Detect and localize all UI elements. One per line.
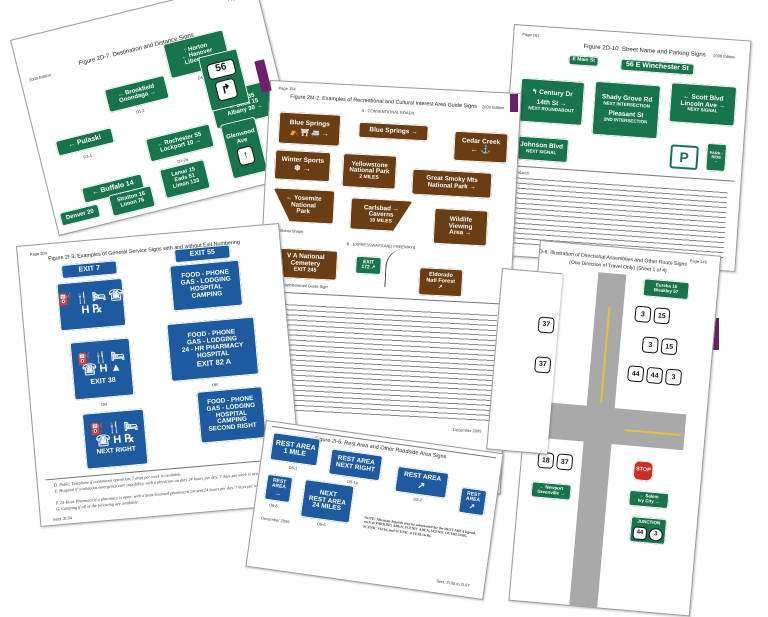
route-shields-3-15: 3 15 bbox=[634, 305, 671, 325]
sign-eureka-bleakley: Eureka 15 Bleakley 57 bbox=[642, 278, 690, 301]
sign-scott-lincoln: ← Scott Blvd Lincoln Ave → NEXT SIGNAL bbox=[668, 82, 738, 127]
sign-rest-area-next-right: REST AREA NEXT RIGHT bbox=[328, 448, 384, 482]
sign-century-dr: ↰ Century Dr 14th St → NEXT ROUNDABOUT bbox=[518, 77, 586, 126]
rest-area-note: NOTE: Alternate legends may be substitut… bbox=[362, 515, 477, 539]
stop-sign: STOP bbox=[632, 460, 655, 482]
sign-carlsbad-caverns: Carlsbad → Caverns 10 MILES bbox=[349, 197, 413, 232]
page-street-name-signs: Page 162 2009 Edition Figure 2D-10. Stre… bbox=[497, 24, 752, 273]
junction-44-3-sign: JUNCTION 44 3 bbox=[629, 516, 668, 546]
route-shield-37: 37 bbox=[537, 312, 556, 334]
route-shields-44-44-3: 44 44 3 bbox=[627, 365, 683, 386]
sign-blue-springs-services: Blue Springs ⛺ ⛩ 🚐 → bbox=[277, 111, 342, 147]
camping-icons: ⛺ ⛩ 🚐 → bbox=[289, 128, 329, 138]
figure-title: Figure 2M-2. Examples of Recreational an… bbox=[289, 94, 478, 110]
interchange-ramp-diagram bbox=[384, 247, 418, 289]
sign-rochester-lockport: ← Rochester 55 Lockport 10 → bbox=[145, 123, 215, 163]
route-shields-18-37: 18 37 bbox=[537, 451, 574, 471]
sign-great-smoky-mts: Great Smoky Mts National Park → bbox=[411, 168, 493, 199]
up-arrow-icon: ↑ bbox=[235, 144, 256, 167]
sign-yellowstone: Yellowstone National Park 2 MILES bbox=[341, 152, 398, 190]
sign-e-main-st: E Main St bbox=[568, 54, 599, 67]
sign-services-next-right: ⛽ 🍴 🛏 ☎ H ℞ NEXT RIGHT bbox=[81, 408, 149, 470]
sign-johnson-blvd: Johnson Blvd NEXT SIGNAL bbox=[513, 135, 570, 164]
sign-newport-greenville: ← Newport Greenville → bbox=[530, 481, 572, 501]
sign-services-exit-38: ⛽ 🍴 🛏 ☎ H ▲ EXIT 38 bbox=[69, 337, 135, 401]
sign-rest-area-1-mile: REST AREA 1 MILE bbox=[269, 432, 321, 467]
sign-food-pharmacy-exit-82a: FOOD - PHONE GAS - LODGING 24 - HR PHARM… bbox=[166, 316, 260, 382]
parking-sign: P bbox=[669, 144, 699, 171]
sign-eldorado-natl-forest: Eldorado Natl Forest ↗ bbox=[417, 267, 464, 298]
sign-salem-ivy-city: ← Salem Ivy City → bbox=[628, 489, 670, 510]
sign-cedar-creek: Cedar Creek ← ⚓ bbox=[453, 130, 509, 164]
figure-title: Figure 2D-10. Street Name and Parking Si… bbox=[583, 43, 706, 59]
chapter-tab bbox=[710, 318, 719, 350]
sign-winter-sports: Winter Sports ❄ → bbox=[273, 149, 332, 183]
sign-rest-area-arrow: REST AREA ↗ bbox=[394, 465, 450, 499]
sign-rest-area-right-arrow: REST AREA → bbox=[263, 473, 294, 504]
sign-brookfield-onondaga: ← Brookfield Onondaga → bbox=[103, 74, 170, 114]
sign-yosemite: ← Yosemite National Park bbox=[272, 187, 336, 224]
chapter-tab bbox=[510, 94, 518, 112]
sign-e-winchester-st: 56 E Winchester St bbox=[620, 58, 695, 76]
sign-services-icons-1: ⛽ 🍴 🛏 ☎ H ℞ bbox=[56, 277, 127, 332]
page-destination-signs: 2009 Edition Page 123 Figure 2D-7. Desti… bbox=[10, 0, 304, 236]
sign-food-second-right: FOOD - PHONE GAS - LODGING HOSPITAL CAMP… bbox=[196, 386, 267, 444]
sign-pulaski: ← Pulaski bbox=[54, 127, 115, 157]
route-shield-37-ahead: 37 bbox=[534, 352, 552, 374]
road-horizontal bbox=[533, 401, 687, 451]
edition-label: 2009 Edition bbox=[28, 72, 52, 83]
sign-food-phone-camping: FOOD - PHONE GAS - LODGING HOSPITAL CAMP… bbox=[169, 259, 244, 312]
route-shields-3-15-ahead: 3 15 bbox=[641, 336, 678, 356]
sign-shady-grove-pleasant: Shady Grove Rd NEXT INTERSECTION Pleasan… bbox=[591, 80, 662, 140]
turn-arrow-icon: ↱ bbox=[214, 77, 239, 102]
sign-rest-area-small-arrow: REST AREA ↗ bbox=[457, 486, 488, 517]
sign-next-rest-area-24-miles: NEXT REST AREA 24 MILES bbox=[299, 479, 355, 524]
sign-blue-springs-arrow: Blue Springs → bbox=[358, 121, 429, 142]
sign-wildlife-viewing: Wildlife Viewing Area → bbox=[432, 207, 489, 247]
page-rest-area-signs: Figure 2I-5. Rest Area and Other Roadsid… bbox=[245, 420, 504, 600]
park-ride-sign: PARK - RIDE → bbox=[705, 142, 728, 173]
page-number: Page 123 bbox=[227, 0, 245, 2]
sign-exit-172-gore: EXIT 172 ↗ bbox=[354, 255, 382, 276]
sign-exit-7: EXIT 7 bbox=[60, 260, 118, 280]
